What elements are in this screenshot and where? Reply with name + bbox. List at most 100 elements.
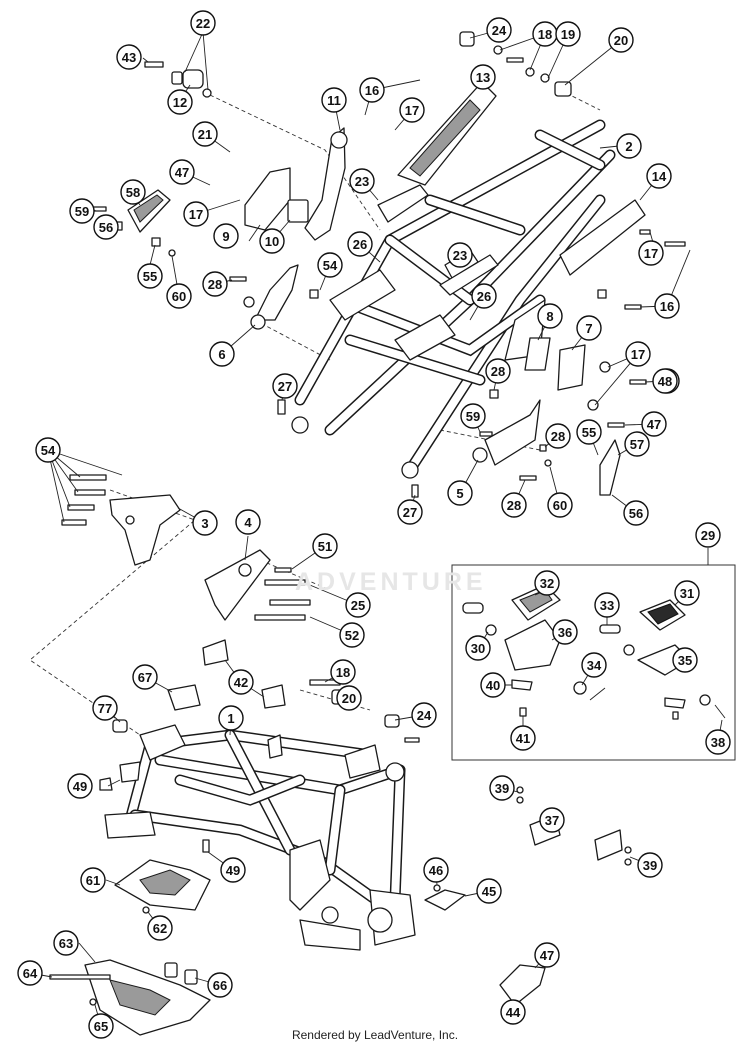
callout-circle bbox=[485, 358, 511, 384]
callout-35: 35 bbox=[672, 647, 698, 673]
callout-44: 44 bbox=[500, 999, 526, 1025]
callout-64: 64 bbox=[17, 960, 43, 986]
callout-54: 54 bbox=[317, 252, 343, 278]
callout-number: 77 bbox=[98, 701, 112, 716]
callout-3: 3 bbox=[192, 510, 218, 536]
callout-circle bbox=[652, 368, 678, 394]
callout-51: 51 bbox=[312, 533, 338, 559]
callout-17: 17 bbox=[399, 97, 425, 123]
callout-number: 48 bbox=[658, 374, 672, 389]
callout-62: 62 bbox=[147, 915, 173, 941]
callout-circle bbox=[552, 619, 578, 645]
callout-circle bbox=[471, 283, 497, 309]
callout-2: 2 bbox=[616, 133, 642, 159]
callout-number: 4 bbox=[244, 515, 252, 530]
callout-number: 54 bbox=[323, 258, 338, 273]
callout-29: 29 bbox=[695, 522, 721, 548]
callout-number: 35 bbox=[678, 653, 692, 668]
bracket-9 bbox=[244, 167, 291, 231]
callout-circle bbox=[447, 480, 473, 506]
callout-number: 27 bbox=[278, 379, 292, 394]
callout-number: 47 bbox=[175, 165, 189, 180]
callout-circle bbox=[80, 867, 106, 893]
callout-circle bbox=[501, 492, 527, 518]
footpeg-36 bbox=[504, 619, 561, 671]
callout-number: 26 bbox=[477, 289, 491, 304]
callout-number: 56 bbox=[99, 220, 113, 235]
callout-61: 61 bbox=[80, 867, 106, 893]
callout-circle bbox=[147, 915, 173, 941]
callout-number: 17 bbox=[405, 103, 419, 118]
callout-number: 37 bbox=[545, 813, 559, 828]
bracket-4 bbox=[204, 549, 271, 621]
callout-31: 31 bbox=[674, 580, 700, 606]
callout-number: 44 bbox=[506, 1005, 521, 1020]
callout-circle bbox=[35, 437, 61, 463]
callout-55: 55 bbox=[137, 263, 163, 289]
callout-28: 28 bbox=[501, 492, 527, 518]
callout-circle bbox=[510, 725, 536, 751]
callout-number: 49 bbox=[226, 863, 240, 878]
callout-11: 11 bbox=[321, 87, 347, 113]
callout-number: 51 bbox=[318, 539, 332, 554]
callout-37: 37 bbox=[539, 807, 565, 833]
callout-54: 54 bbox=[35, 437, 61, 463]
callout-49: 49 bbox=[220, 857, 246, 883]
callout-circle bbox=[423, 857, 449, 883]
callout-21: 21 bbox=[192, 121, 218, 147]
callout-circle bbox=[674, 580, 700, 606]
callout-28: 28 bbox=[485, 358, 511, 384]
callout-circle bbox=[534, 942, 560, 968]
callout-16: 16 bbox=[359, 77, 385, 103]
bushing-42a bbox=[202, 639, 229, 666]
callout-56: 56 bbox=[623, 500, 649, 526]
callout-10: 10 bbox=[259, 228, 285, 254]
callout-circle bbox=[92, 695, 118, 721]
callout-number: 28 bbox=[208, 277, 222, 292]
callout-circle bbox=[259, 228, 285, 254]
callout-48: 48 bbox=[652, 368, 678, 394]
washer bbox=[171, 71, 183, 85]
callout-number: 16 bbox=[660, 299, 674, 314]
callout-circle bbox=[69, 198, 95, 224]
callout-circle bbox=[345, 592, 371, 618]
callout-number: 47 bbox=[647, 417, 661, 432]
callout-circle bbox=[339, 622, 365, 648]
callout-number: 24 bbox=[492, 23, 507, 38]
callout-26: 26 bbox=[471, 283, 497, 309]
callout-52: 52 bbox=[339, 622, 365, 648]
bolt-43 bbox=[144, 61, 164, 68]
callout-circle bbox=[637, 852, 663, 878]
callout-39: 39 bbox=[637, 852, 663, 878]
callout-circle bbox=[190, 10, 216, 36]
lower-parts bbox=[49, 639, 632, 1036]
callout-circle bbox=[489, 775, 515, 801]
callout-59: 59 bbox=[69, 198, 95, 224]
callout-circle bbox=[93, 214, 119, 240]
callout-25: 25 bbox=[345, 592, 371, 618]
callout-circle bbox=[192, 121, 218, 147]
part-45 bbox=[424, 889, 466, 911]
callout-38: 38 bbox=[705, 729, 731, 755]
callout-circle bbox=[202, 271, 228, 297]
callout-number: 61 bbox=[86, 873, 100, 888]
callout-circle bbox=[209, 341, 235, 367]
part-44 bbox=[499, 964, 546, 1006]
callout-number: 5 bbox=[456, 486, 463, 501]
callout-28: 28 bbox=[202, 271, 228, 297]
callout-60: 60 bbox=[166, 283, 192, 309]
callout-circle bbox=[207, 972, 233, 998]
callout-20: 20 bbox=[608, 27, 634, 53]
callout-circle bbox=[608, 27, 634, 53]
callout-circle bbox=[537, 303, 563, 329]
callout-27: 27 bbox=[272, 373, 298, 399]
callout-circle bbox=[625, 341, 651, 367]
callout-number: 21 bbox=[198, 127, 212, 142]
rubber-23 bbox=[377, 184, 429, 223]
callout-number: 22 bbox=[196, 16, 210, 31]
callout-58: 58 bbox=[120, 179, 146, 205]
callout-number: 25 bbox=[351, 598, 365, 613]
callout-5: 5 bbox=[447, 480, 473, 506]
callout-circle bbox=[218, 705, 244, 731]
